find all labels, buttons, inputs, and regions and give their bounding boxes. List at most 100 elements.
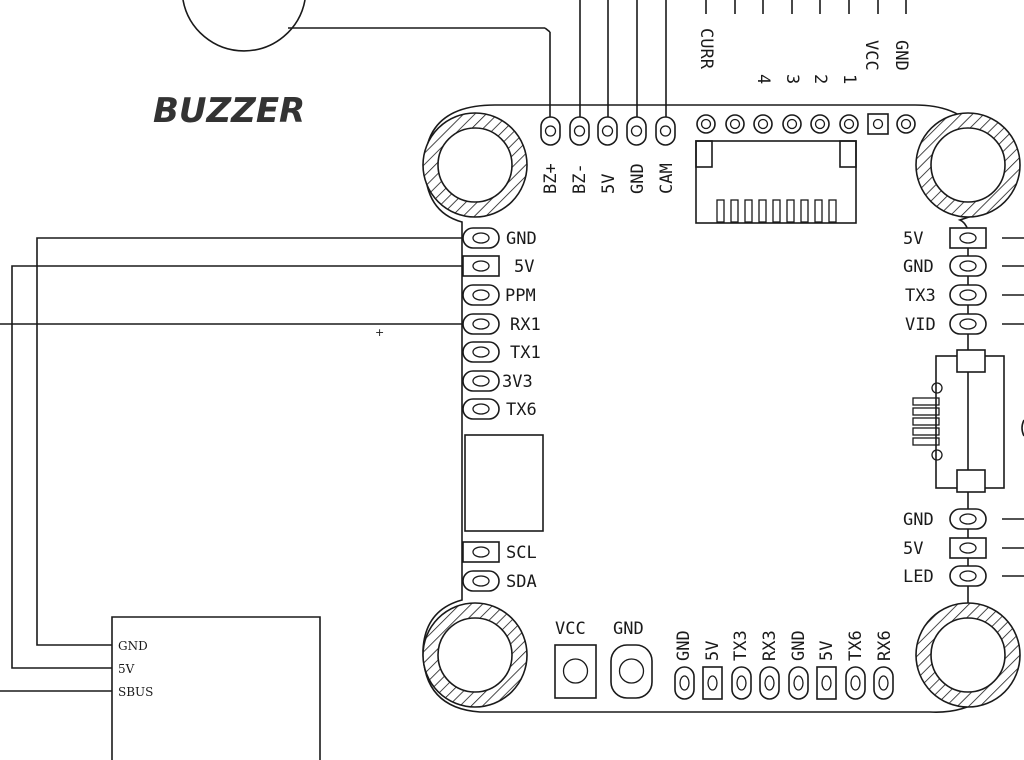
usb-connector: [912, 349, 1005, 493]
buzzer-body: [182, 0, 306, 52]
right-pad: [949, 284, 987, 306]
left-pad-label: TX1: [510, 343, 541, 363]
right-pad: [949, 255, 987, 277]
bottom-pad-square: [702, 666, 723, 700]
left-pad: [462, 284, 500, 306]
right-pad: [949, 565, 987, 587]
esc-connector: [695, 140, 857, 224]
i2c-pad-label: SCL: [506, 543, 537, 563]
left-pad-label: 3V3: [502, 372, 533, 392]
left-pad-label: PPM: [505, 286, 536, 306]
right-pad-label: TX3: [905, 286, 936, 306]
left-pad-label: 5V: [514, 257, 534, 277]
bottom-pad-label: 5V: [703, 641, 723, 661]
i2c-pad: [462, 570, 500, 592]
buzzer-label: BUZZER: [153, 91, 305, 131]
receiver: GND 5V SBUS: [111, 616, 321, 760]
right-pad-label: 5V: [903, 539, 923, 559]
bottom-pad-square: [816, 666, 837, 700]
bottom-pad-label: GND: [674, 630, 694, 661]
bottom-pad: [759, 666, 780, 700]
right-pad-label: LED: [903, 567, 934, 587]
receiver-box: [111, 616, 321, 760]
buzzer: BUZZER: [153, 0, 551, 131]
esc-header-pad: [696, 114, 716, 134]
receiver-wiring: +: [0, 237, 463, 692]
edge-fragment: [1021, 419, 1024, 437]
left-pad: [462, 313, 500, 335]
left-pad: [462, 398, 500, 420]
gnd-pad: [610, 644, 653, 699]
esc-header-label: CURR: [696, 28, 716, 70]
bottom-pad: [674, 666, 695, 700]
esc-header-label: 3: [782, 74, 802, 84]
bottom-pad-label: 5V: [817, 641, 837, 661]
esc-header-label: VCC: [861, 40, 881, 71]
esc-header-pad-square: [867, 113, 889, 135]
esc-header-pad: [782, 114, 802, 134]
right-pad-label: VID: [905, 315, 936, 335]
bottom-pad: [873, 666, 894, 700]
plus-marker: +: [375, 326, 384, 339]
esc-header-pad: [839, 114, 859, 134]
component-block: [464, 434, 544, 532]
esc-header-pad: [810, 114, 830, 134]
wire-5v: [11, 265, 463, 669]
mounting-hole-top-left: [422, 112, 528, 218]
bottom-pad-label: TX3: [731, 630, 751, 661]
bottom-pad: [731, 666, 752, 700]
esc-header: CURR 4 3 2 1 VCC GND: [695, 0, 916, 224]
bottom-pad-group: GND 5V TX3 RX3 GND 5V TX6 RX6: [674, 630, 895, 700]
left-pad: [462, 227, 500, 249]
top-pad: [626, 116, 647, 146]
i2c-pad-label: SDA: [506, 572, 537, 592]
left-pad-label: GND: [506, 229, 537, 249]
top-pad-label: BZ+: [541, 163, 561, 194]
right-pad-square: [949, 537, 987, 559]
bottom-pad-label: TX6: [846, 630, 866, 661]
mounting-hole-bottom-right: [915, 602, 1021, 708]
top-pad: [597, 116, 618, 146]
power-pad-label: VCC: [555, 619, 586, 639]
left-pad-label: TX6: [506, 400, 537, 420]
left-pad-group: GND 5V PPM RX1 TX1 3V3 TX6 SCL SDA: [462, 227, 544, 592]
vcc-pad: [554, 644, 597, 699]
top-pad-label: GND: [628, 163, 648, 194]
esc-header-pad: [725, 114, 745, 134]
esc-header-label: GND: [891, 40, 911, 71]
bottom-pad: [788, 666, 809, 700]
top-pad-label: 5V: [599, 174, 619, 194]
left-pad: [462, 370, 500, 392]
right-pad-group: 5V GND TX3 VID GND 5V LED: [903, 227, 1024, 587]
left-pad-square: [462, 255, 500, 277]
mounting-hole-bottom-left: [422, 602, 528, 708]
right-pad: [949, 313, 987, 335]
bottom-pad-label: RX6: [875, 630, 895, 661]
right-pad-label: GND: [903, 257, 934, 277]
bottom-pad: [845, 666, 866, 700]
top-pad: [655, 116, 676, 146]
receiver-pin-label: GND: [118, 639, 148, 653]
wire-gnd: [36, 237, 463, 646]
esc-header-pad: [753, 114, 773, 134]
receiver-pin-label: 5V: [118, 662, 135, 676]
right-pad: [949, 508, 987, 530]
right-pad-square: [949, 227, 987, 249]
top-pad-label: BZ-: [570, 163, 590, 194]
top-pad: [540, 116, 561, 146]
i2c-pad-square: [462, 541, 500, 563]
top-pad-group: BZ+ BZ- 5V GND CAM: [540, 0, 677, 194]
mounting-hole-top-right: [915, 112, 1021, 218]
receiver-pin-label: SBUS: [118, 685, 153, 699]
esc-header-label: 4: [753, 74, 773, 84]
left-pad: [462, 341, 500, 363]
top-pad-label: CAM: [657, 163, 677, 194]
right-pad-label: GND: [903, 510, 934, 530]
bottom-pad-label: GND: [789, 630, 809, 661]
esc-header-pad: [896, 114, 916, 134]
power-pad-label: GND: [613, 619, 644, 639]
right-pad-label: 5V: [903, 229, 923, 249]
esc-header-label: 1: [839, 74, 859, 84]
bottom-pad-label: RX3: [760, 630, 780, 661]
